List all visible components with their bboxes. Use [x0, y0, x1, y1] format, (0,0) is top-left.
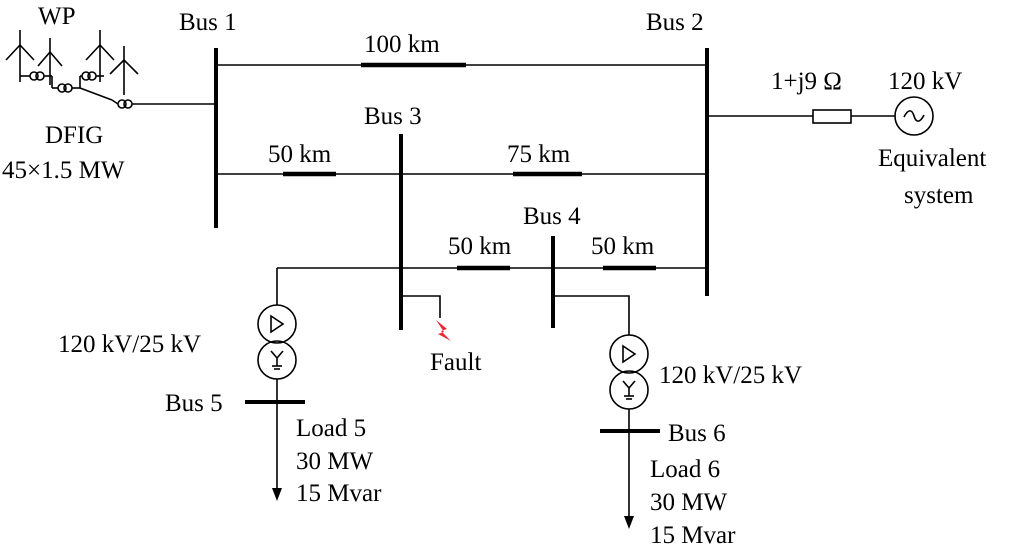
transformer-5-rating: 120 kV/25 kV [58, 331, 201, 358]
line-bus4-bus2-length: 50 km [591, 233, 655, 260]
wind-turbine-icon [37, 38, 63, 85]
wind-turbine-icon [109, 46, 139, 95]
line-bus5-bus4: 50 km [277, 233, 553, 271]
line-bus3-bus2: 75 km [401, 141, 707, 177]
wind-plant-label: WP [38, 3, 76, 30]
bus-6-label: Bus 6 [668, 420, 726, 447]
source-name-line1: Equivalent [878, 145, 986, 172]
ac-source-icon [894, 96, 934, 136]
load-5-active-power: 30 MW [296, 448, 373, 475]
line-bus1-bus2: 100 km [216, 31, 707, 68]
source-name-line2: system [904, 182, 974, 209]
wye-grounded-winding-icon [622, 380, 636, 400]
bus-1-label: Bus 1 [179, 9, 237, 36]
transformer-6-rating: 120 kV/25 kV [659, 362, 802, 389]
line-bus1-bus3: 50 km [216, 141, 401, 177]
line-bus1-bus3-length: 50 km [268, 141, 332, 168]
fault: Fault [401, 295, 481, 376]
equivalent-system: 1+j9 Ω 120 kV Equivalent system [707, 68, 986, 209]
load-5-name: Load 5 [296, 415, 366, 442]
wind-plant-rating-label: 45×1.5 MW [2, 157, 125, 184]
collector-wiring [20, 75, 216, 105]
transformer-5: 120 kV/25 kV [58, 268, 297, 402]
bus-5-label: Bus 5 [165, 390, 223, 417]
delta-winding-icon [622, 344, 637, 364]
wye-grounded-winding-icon [270, 350, 284, 370]
line-bus4-bus2: 50 km [553, 233, 707, 271]
fault-icon [436, 320, 451, 341]
wind-plant-type-label: DFIG [45, 122, 103, 149]
impedance-icon [812, 109, 852, 124]
line-bus3-bus2-length: 75 km [507, 141, 571, 168]
transformer-6: 120 kV/25 kV [553, 295, 802, 431]
load-arrow-icon [272, 488, 282, 501]
load-6: Load 6 30 MW 15 Mvar [624, 431, 736, 549]
load-5-reactive-power: 15 Mvar [296, 480, 382, 507]
fault-label: Fault [430, 349, 481, 376]
bus-2-label: Bus 2 [646, 9, 704, 36]
bus-4-label: Bus 4 [523, 203, 581, 230]
impedance-label: 1+j9 Ω [771, 68, 842, 95]
delta-winding-icon [270, 314, 285, 334]
source-voltage-label: 120 kV [888, 68, 962, 95]
load-arrow-icon [624, 516, 634, 529]
load-6-active-power: 30 MW [650, 489, 727, 516]
bus-3-label: Bus 3 [364, 103, 422, 130]
load-5: Load 5 30 MW 15 Mvar [272, 402, 382, 507]
wind-plant: WP DFIG 45×1.5 MW [2, 3, 216, 184]
load-6-reactive-power: 15 Mvar [650, 522, 736, 549]
line-bus3-bus4-length: 50 km [448, 233, 512, 260]
line-bus1-bus2-length: 100 km [364, 31, 440, 58]
load-6-name: Load 6 [650, 456, 720, 483]
